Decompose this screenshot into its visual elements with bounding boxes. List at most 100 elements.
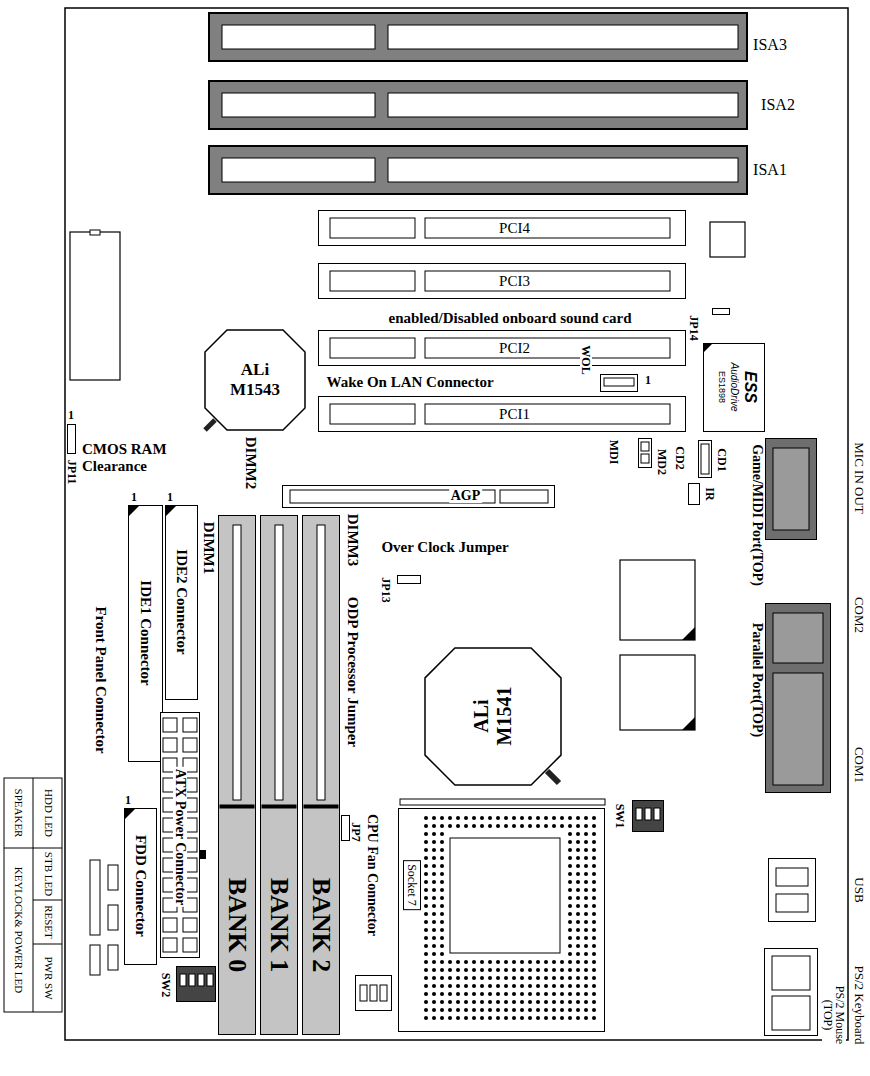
part-detail [568, 968, 572, 972]
jumper-label: CMOS RAM Clearance [82, 441, 174, 474]
slot-label: PCI3 [499, 273, 530, 288]
part-detail [584, 872, 588, 876]
part-detail [128, 505, 140, 517]
part-detail [584, 960, 588, 964]
part-detail [584, 952, 588, 956]
part-detail [330, 271, 415, 291]
part-detail [432, 920, 436, 924]
table-cell: PWR SW [43, 956, 54, 999]
isa-slot: ISA2 [208, 80, 748, 130]
part-detail [424, 904, 428, 908]
part-detail [424, 848, 428, 852]
part-detail [472, 824, 476, 828]
part-detail [432, 968, 436, 972]
dimm-bank: BANK 2 [302, 515, 340, 1035]
part-detail [432, 896, 436, 900]
part-detail [424, 912, 428, 916]
part-detail [488, 816, 492, 820]
part-detail [440, 856, 444, 860]
part-detail [432, 824, 436, 828]
part-detail [568, 944, 572, 948]
part-detail [544, 816, 548, 820]
chip-label: ALi M1541 [470, 680, 516, 752]
part-detail [560, 824, 564, 828]
part-detail [576, 984, 580, 988]
chip-label: ESS [742, 370, 758, 402]
part-detail [520, 968, 524, 972]
part-detail [163, 738, 177, 752]
part-detail [424, 832, 428, 836]
slot-label: AGP [449, 489, 483, 503]
part-detail [464, 1016, 468, 1020]
jumper: JP14 [712, 308, 730, 315]
connector-label: CPU Fan Connector [365, 814, 379, 936]
port-label: Parallel Port(TOP) [750, 622, 764, 736]
part-detail [568, 904, 572, 908]
part-detail [584, 888, 588, 892]
wol-connector: WOL [600, 374, 638, 392]
part-detail [568, 840, 572, 844]
part-detail [568, 880, 572, 884]
part-detail [262, 805, 296, 808]
jumper-label: ODP Processor Jumper [345, 597, 360, 747]
part-detail [448, 824, 452, 828]
ir-connector: IR [688, 483, 700, 505]
front-panel-pins [108, 905, 118, 930]
part-detail [424, 824, 428, 828]
part-detail [425, 338, 670, 358]
part-detail [512, 816, 516, 820]
ps2-port-art [764, 948, 818, 1036]
part-detail [592, 832, 596, 836]
connector-label: Wake On LAN Connector [326, 375, 493, 390]
part-detail [584, 848, 588, 852]
table-rule [4, 848, 62, 849]
part-detail [576, 920, 580, 924]
part-detail [520, 992, 524, 996]
part-detail [456, 960, 460, 964]
part-detail [584, 1016, 588, 1020]
part-detail [568, 1008, 572, 1012]
part-detail [304, 805, 338, 808]
part-detail [636, 808, 642, 820]
part-detail [584, 832, 588, 836]
part-detail [584, 824, 588, 828]
part-detail [592, 928, 596, 932]
pci-slot: PCI1 [318, 396, 686, 432]
part-detail [440, 968, 444, 972]
part-detail [560, 960, 564, 964]
part-detail [552, 976, 556, 980]
switch-label: SW2 [160, 973, 172, 998]
part-detail [424, 840, 428, 844]
part-detail [592, 816, 596, 820]
small-chip [710, 222, 745, 257]
part-detail [576, 848, 580, 852]
socket-lever [400, 799, 605, 805]
isa-slot: ISA1 [208, 145, 748, 195]
part-detail [528, 992, 532, 996]
part-detail [584, 928, 588, 932]
part-detail [576, 840, 580, 844]
part-detail [504, 976, 508, 980]
part-detail [440, 848, 444, 852]
dip-switch: SW2 [176, 966, 216, 1002]
part-detail [198, 974, 204, 986]
part-detail [547, 771, 559, 783]
part-detail [480, 1008, 484, 1012]
io-chip [620, 560, 695, 640]
part-detail [576, 824, 580, 828]
part-detail [163, 718, 177, 732]
part-detail [576, 976, 580, 980]
part-detail [528, 1008, 532, 1012]
part-detail [560, 992, 564, 996]
cpu-fan-connector-art [355, 975, 392, 1011]
part-detail [568, 960, 572, 964]
part-detail [488, 976, 492, 980]
part-detail [512, 824, 516, 828]
slot-label: DIMM1 [201, 522, 216, 575]
part-detail [584, 864, 588, 868]
bank-label: BANK 0 [224, 877, 250, 972]
slot-label: PCI2 [499, 340, 530, 355]
game-port: Game/MIDI Port(TOP)MIC IN OUT [765, 438, 817, 540]
table-cell: KEYLOCK& POWER LED [13, 867, 24, 994]
